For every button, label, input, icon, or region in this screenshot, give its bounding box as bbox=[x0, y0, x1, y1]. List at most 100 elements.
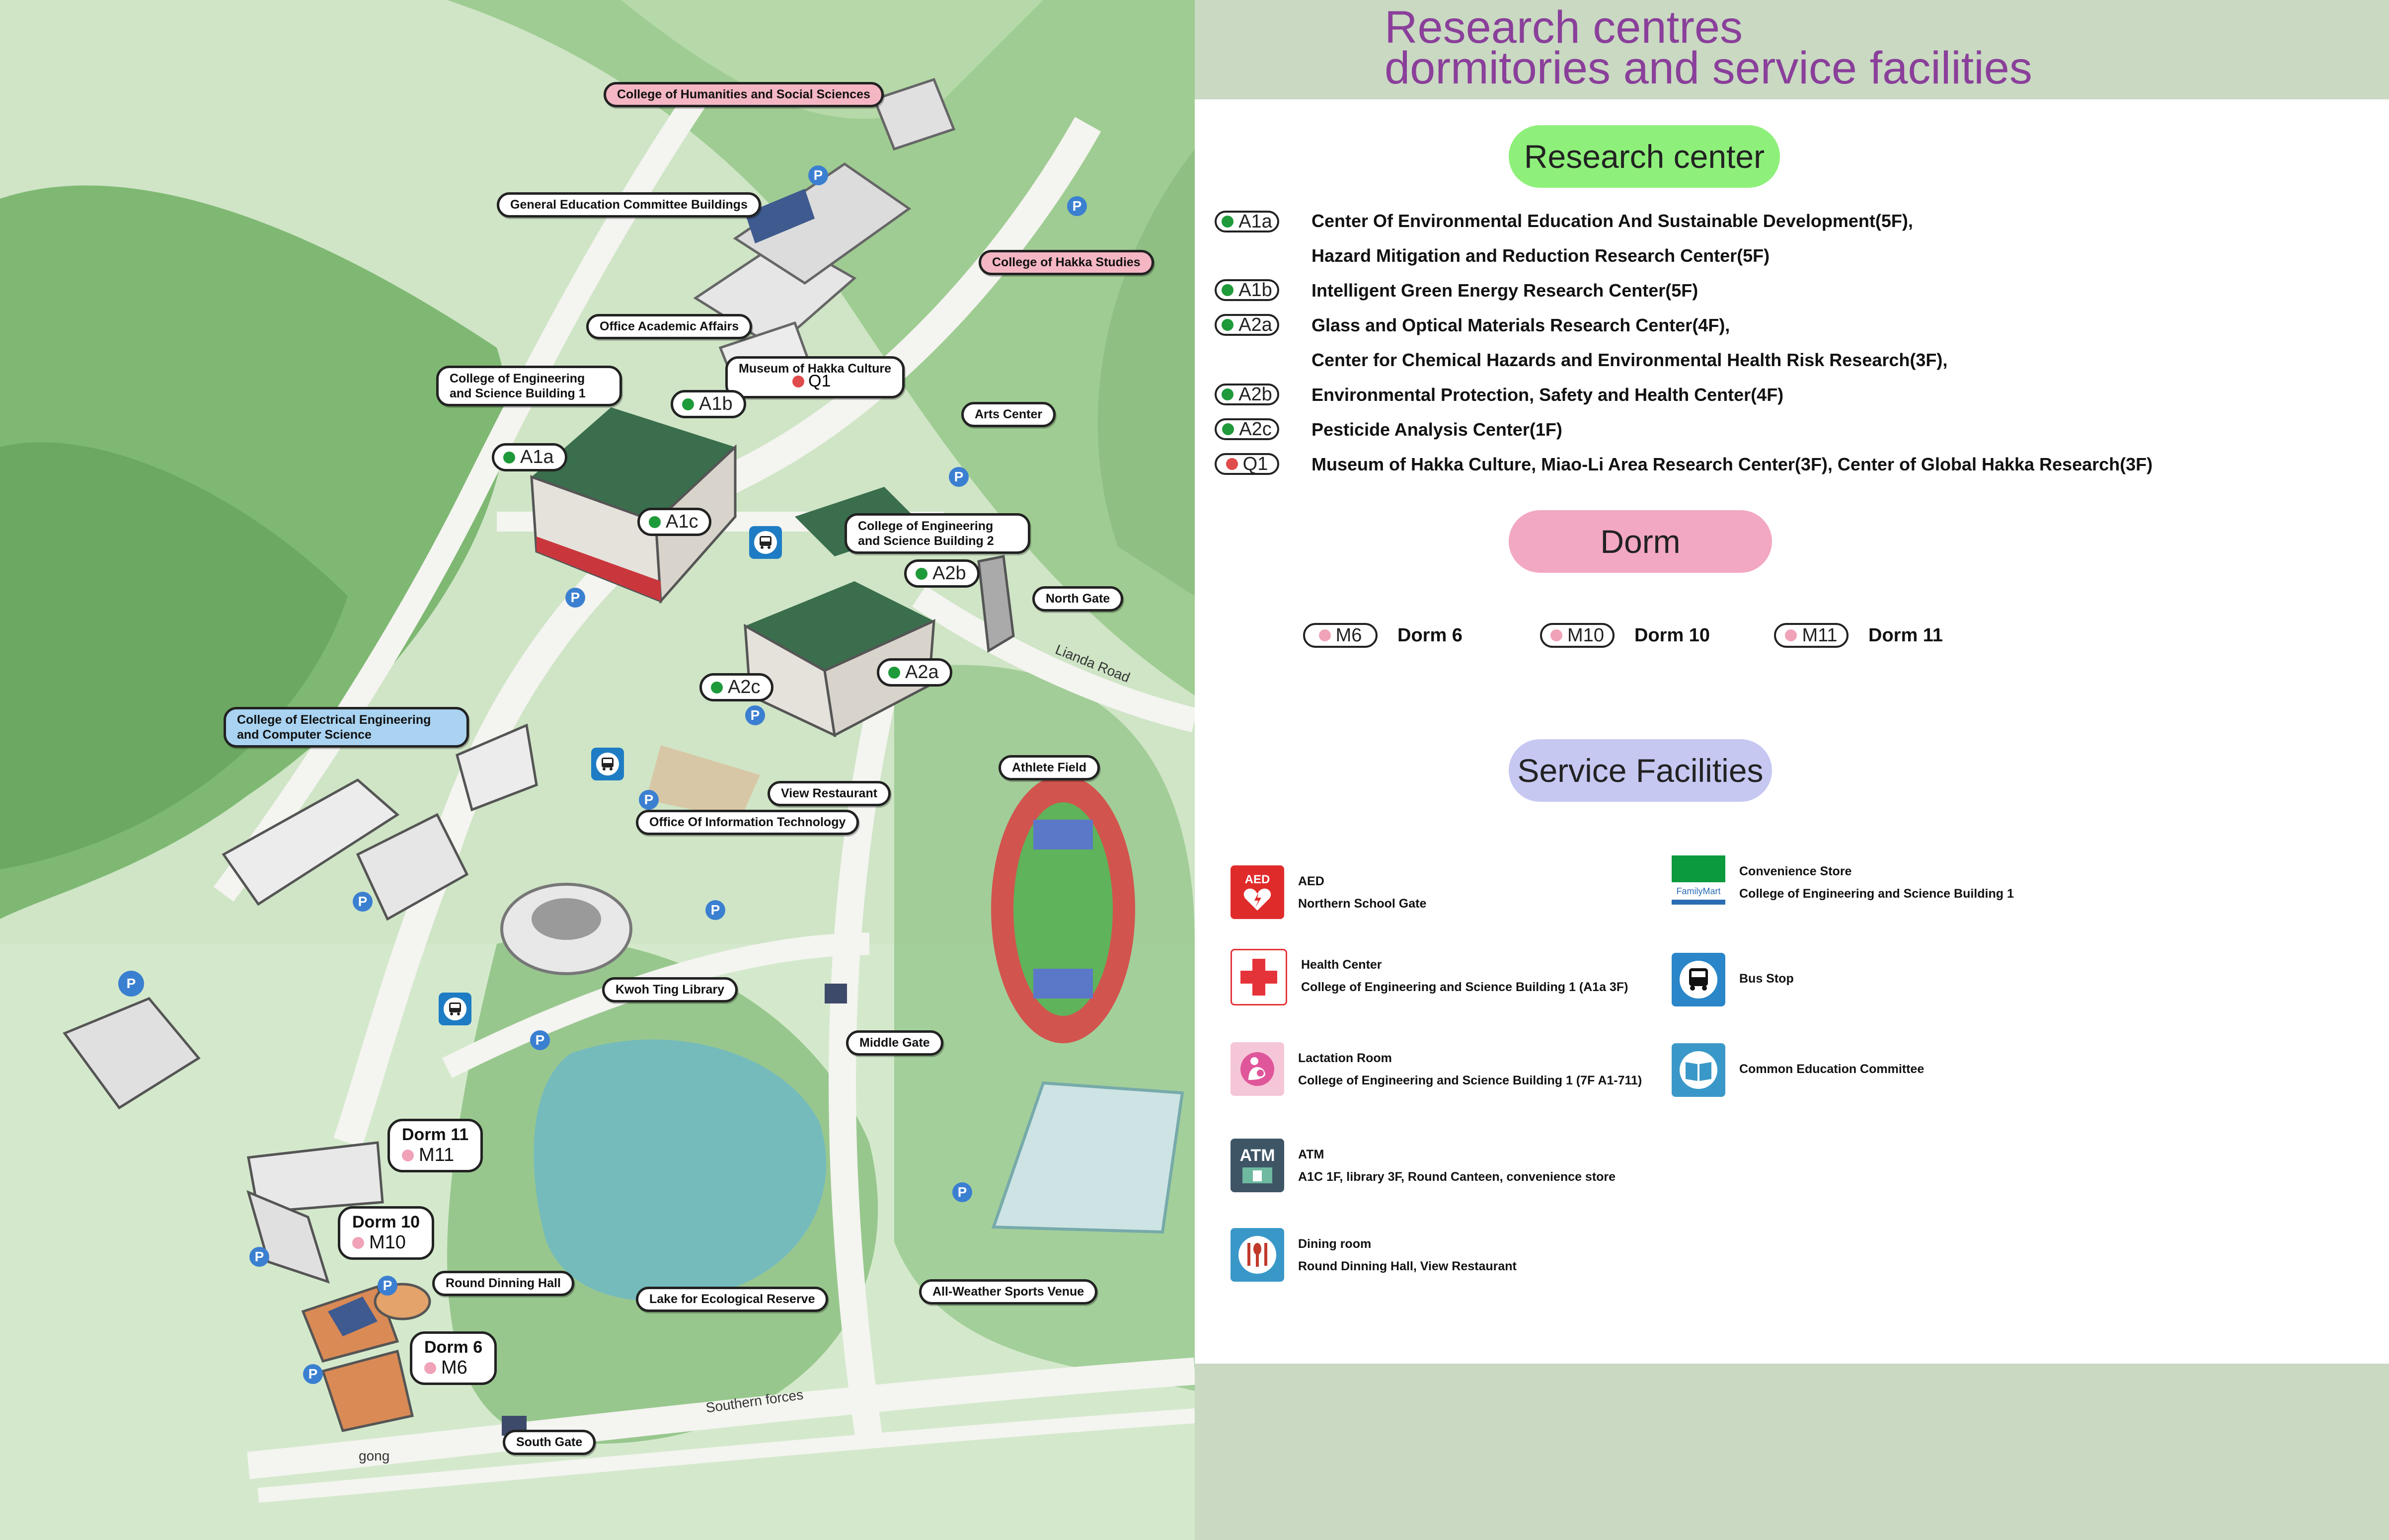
parking-icon[interactable]: P bbox=[378, 1276, 397, 1296]
dorm-item-m6[interactable]: M6 Dorm 6 bbox=[1303, 623, 1463, 648]
label-office-academic-affairs[interactable]: Office Academic Affairs bbox=[586, 314, 753, 339]
legend-header: Research centres dormitories and service… bbox=[1195, 0, 2389, 99]
parking-icon[interactable]: P bbox=[745, 705, 765, 725]
road-label-gong: gong bbox=[359, 1448, 390, 1463]
map-dorm-10[interactable]: Dorm 10 M10 bbox=[338, 1206, 435, 1260]
label-museum-hakka-culture[interactable]: Museum of Hakka Culture bbox=[725, 356, 905, 398]
map-dorm-6[interactable]: Dorm 6 M6 bbox=[410, 1331, 497, 1385]
parking-icon[interactable]: P bbox=[639, 790, 659, 810]
green-dot-icon bbox=[916, 567, 927, 580]
parking-icon[interactable]: P bbox=[808, 165, 828, 185]
label-college-humanities[interactable]: College of Humanities and Social Science… bbox=[604, 82, 884, 107]
map-code-a1c[interactable]: A1c bbox=[637, 508, 712, 536]
dorm-heading: Dorm bbox=[1509, 510, 1772, 573]
red-dot-icon bbox=[792, 375, 804, 387]
map-dorm-11[interactable]: Dorm 11 M11 bbox=[387, 1119, 483, 1172]
parking-icon[interactable]: P bbox=[303, 1364, 323, 1384]
legend-footer bbox=[1195, 1364, 2389, 1540]
pink-dot-icon bbox=[1318, 629, 1331, 641]
label-college-electrical-engineering[interactable]: College of Electrical Engineering and Co… bbox=[224, 707, 469, 748]
legend-panel: Research centres dormitories and service… bbox=[1195, 0, 2389, 1540]
bus-stop-icon[interactable] bbox=[749, 526, 782, 559]
label-eng-sci-building-2[interactable]: College of Engineering and Science Build… bbox=[845, 513, 1030, 554]
parking-icon[interactable]: P bbox=[1067, 196, 1087, 216]
green-dot-icon bbox=[1222, 423, 1234, 435]
parking-icon[interactable]: P bbox=[705, 900, 725, 920]
parking-icon[interactable]: P bbox=[249, 1247, 269, 1267]
research-row-a2c[interactable]: A2c bbox=[1215, 414, 1279, 444]
research-row-a2a[interactable]: A2a bbox=[1215, 310, 1279, 340]
green-dot-icon bbox=[649, 516, 661, 528]
label-middle-gate[interactable]: Middle Gate bbox=[846, 1030, 943, 1056]
green-dot-icon bbox=[711, 681, 723, 693]
research-row-a2b[interactable]: A2b bbox=[1215, 380, 1279, 409]
label-lake-ecological-reserve[interactable]: Lake for Ecological Reserve bbox=[636, 1287, 829, 1312]
parking-icon[interactable]: P bbox=[118, 971, 144, 997]
research-row-a1a[interactable]: A1a bbox=[1215, 207, 1279, 236]
research-row-q1[interactable]: Q1 bbox=[1215, 449, 1279, 479]
label-kwoh-ting-library[interactable]: Kwoh Ting Library bbox=[602, 977, 738, 1002]
dining-room-icon bbox=[1231, 1228, 1284, 1282]
map-code-a2b[interactable]: A2b bbox=[904, 559, 980, 588]
label-office-information-technology[interactable]: Office Of Information Technology bbox=[636, 810, 859, 835]
map-code-q1[interactable]: Q1 bbox=[792, 372, 831, 391]
service-aed[interactable]: AED AED Northern School Gate bbox=[1231, 865, 1426, 919]
campus-map[interactable]: College of Humanities and Social Science… bbox=[0, 0, 1195, 1540]
research-row-a1b[interactable]: A1b bbox=[1215, 275, 1279, 305]
label-all-weather-sports-venue[interactable]: All-Weather Sports Venue bbox=[919, 1279, 1098, 1305]
pink-dot-icon bbox=[352, 1236, 364, 1249]
green-dot-icon bbox=[503, 451, 515, 463]
service-health-center[interactable]: Health Center College of Engineering and… bbox=[1231, 949, 1628, 1005]
legend-title: Research centres dormitories and service… bbox=[1385, 2, 2032, 93]
map-code-a1a[interactable]: A1a bbox=[492, 443, 567, 471]
research-text-a2a-1: Glass and Optical Materials Research Cen… bbox=[1311, 315, 1730, 335]
parking-icon[interactable]: P bbox=[952, 1182, 972, 1202]
green-dot-icon bbox=[1222, 284, 1234, 296]
label-college-hakka-studies[interactable]: College of Hakka Studies bbox=[979, 250, 1154, 275]
research-text-a2a-2: Center for Chemical Hazards and Environm… bbox=[1311, 350, 1948, 370]
convenience-store-icon: FamilyMart bbox=[1672, 855, 1725, 909]
pink-dot-icon bbox=[1785, 629, 1797, 641]
label-athlete-field[interactable]: Athlete Field bbox=[999, 755, 1100, 780]
dorm-item-m11[interactable]: M11 Dorm 11 bbox=[1774, 623, 1943, 648]
green-dot-icon bbox=[888, 666, 900, 679]
bus-stop-icon[interactable] bbox=[439, 993, 471, 1025]
map-code-a2c[interactable]: A2c bbox=[699, 673, 774, 701]
service-facilities-heading: Service Facilities bbox=[1509, 739, 1772, 802]
research-center-heading: Research center bbox=[1509, 125, 1780, 188]
bus-stop-icon[interactable] bbox=[591, 748, 624, 780]
green-dot-icon bbox=[1222, 319, 1234, 331]
map-code-a2a[interactable]: A2a bbox=[877, 658, 952, 687]
parking-icon[interactable]: P bbox=[949, 467, 969, 487]
green-dot-icon bbox=[1222, 388, 1234, 400]
service-dining-room[interactable]: Dining room Round Dinning Hall, View Res… bbox=[1231, 1228, 1517, 1282]
aed-icon: AED bbox=[1231, 865, 1284, 919]
research-text-a2c: Pesticide Analysis Center(1F) bbox=[1311, 419, 1562, 440]
label-view-restaurant[interactable]: View Restaurant bbox=[768, 781, 891, 806]
pink-dot-icon bbox=[402, 1149, 414, 1161]
parking-icon[interactable]: P bbox=[353, 892, 373, 912]
common-education-icon bbox=[1672, 1043, 1725, 1097]
service-atm[interactable]: ATM ATM A1C 1F, library 3F, Round Cantee… bbox=[1231, 1139, 1616, 1192]
label-general-education[interactable]: General Education Committee Buildings bbox=[497, 192, 761, 218]
lactation-room-icon bbox=[1231, 1042, 1284, 1096]
dorm-item-m10[interactable]: M10 Dorm 10 bbox=[1540, 623, 1710, 648]
service-convenience-store[interactable]: FamilyMart Convenience Store College of … bbox=[1672, 855, 2014, 909]
research-text-a1a-2: Hazard Mitigation and Reduction Research… bbox=[1311, 245, 1770, 266]
parking-icon[interactable]: P bbox=[565, 588, 585, 608]
pink-dot-icon bbox=[424, 1362, 436, 1374]
label-arts-center[interactable]: Arts Center bbox=[961, 402, 1056, 427]
red-dot-icon bbox=[1226, 458, 1238, 470]
parking-icon[interactable]: P bbox=[530, 1030, 550, 1050]
green-dot-icon bbox=[1222, 216, 1234, 228]
research-text-a1b: Intelligent Green Energy Research Center… bbox=[1311, 280, 1698, 301]
service-lactation-room[interactable]: Lactation Room College of Engineering an… bbox=[1231, 1042, 1642, 1096]
health-center-icon bbox=[1231, 949, 1287, 1005]
label-south-gate[interactable]: South Gate bbox=[503, 1430, 596, 1455]
label-round-dinning-hall[interactable]: Round Dinning Hall bbox=[432, 1271, 574, 1296]
service-common-education[interactable]: Common Education Committee bbox=[1672, 1043, 1924, 1097]
label-north-gate[interactable]: North Gate bbox=[1032, 586, 1124, 612]
service-bus-stop[interactable]: Bus Stop bbox=[1672, 953, 1794, 1006]
label-eng-sci-building-1[interactable]: College of Engineering and Science Build… bbox=[436, 366, 622, 406]
map-code-a1b[interactable]: A1b bbox=[671, 390, 746, 418]
